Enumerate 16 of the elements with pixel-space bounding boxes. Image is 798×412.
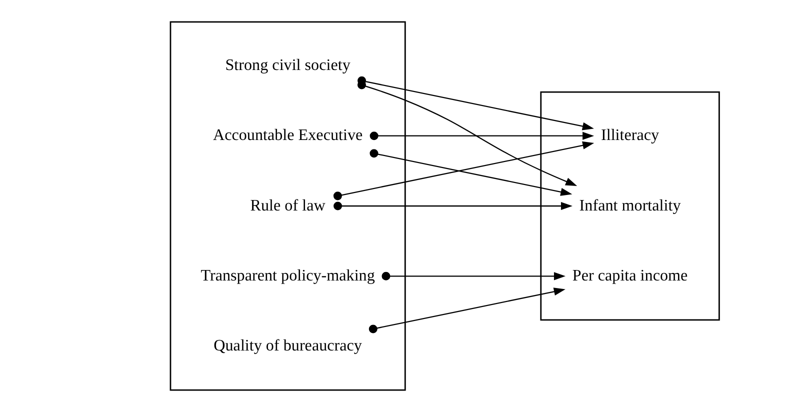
cluster [540, 91, 720, 321]
arrow [333, 141, 594, 200]
arrow [370, 149, 572, 196]
cluster [170, 21, 406, 391]
node-text: Infant mortality [579, 197, 681, 214]
arrow [368, 288, 566, 334]
arrow [382, 272, 566, 280]
node-text: Quality of bureaucracy [214, 338, 362, 355]
node-text: Accountable Executive [212, 127, 363, 144]
node-text: Rule of law [250, 197, 326, 214]
node-text: Illiteracy [601, 127, 660, 144]
node-text: Per capita income [572, 267, 688, 284]
node-text: Transparent policy-making [200, 267, 375, 284]
node-text: Strong civil society [225, 56, 350, 74]
arrow [334, 202, 572, 210]
arrow [370, 132, 594, 140]
